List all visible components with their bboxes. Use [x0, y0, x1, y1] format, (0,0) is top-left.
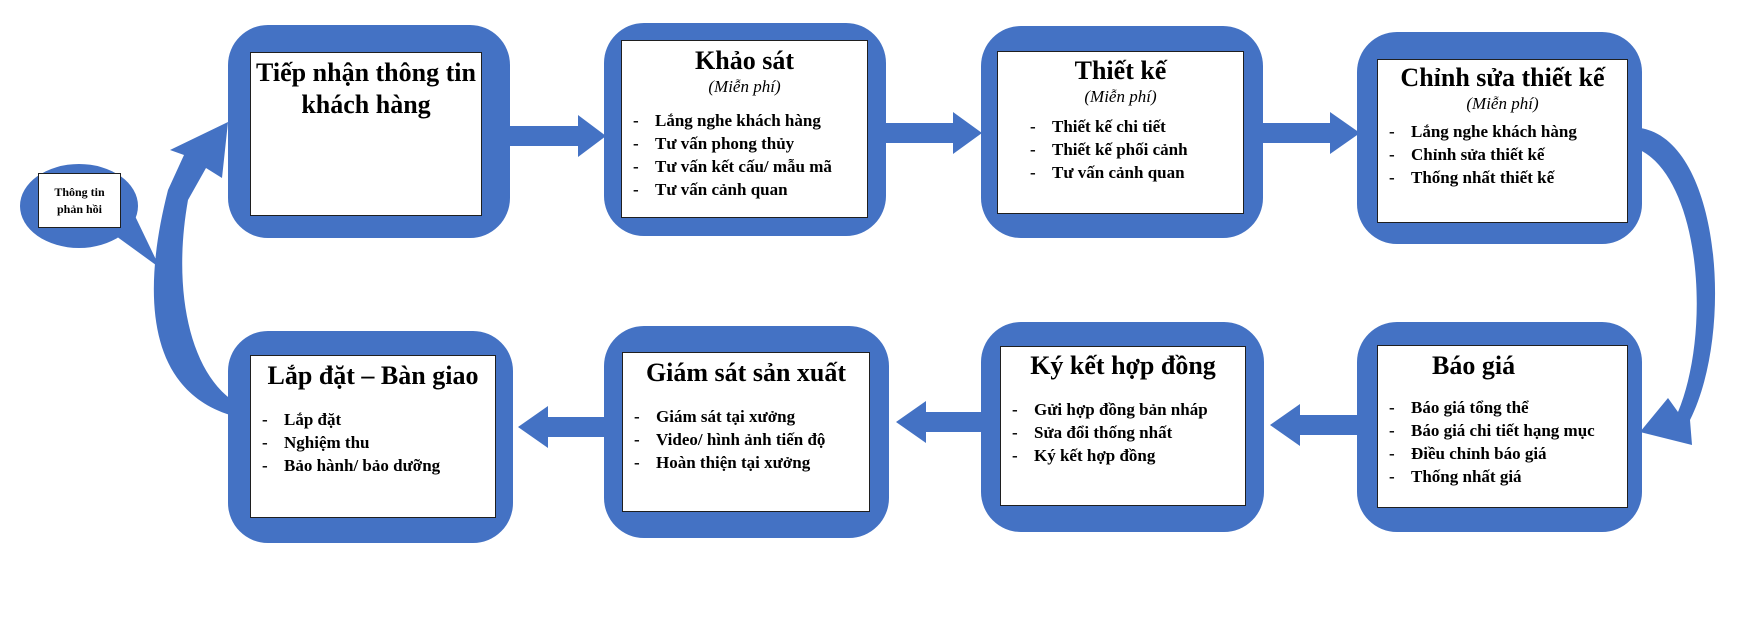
step-items: -Lắng nghe khách hàng -Tư vấn phong thủy… [622, 109, 867, 201]
step-title: Lắp đặt – Bàn giao [267, 361, 479, 390]
list-item: -Tư vấn cảnh quan [1030, 163, 1185, 182]
step-subtitle: (Miễn phí) [1466, 94, 1539, 113]
list-item: -Tư vấn phong thủy [633, 134, 795, 153]
list-item: -Tư vấn kết cấu/ mẫu mã [633, 157, 832, 176]
feedback-label: Thông tin phản hồi [38, 173, 121, 228]
list-item: -Thiết kế phối cảnh [1030, 140, 1188, 159]
arrow-1-2 [510, 115, 606, 157]
arrow-6-7 [896, 401, 988, 443]
step-bao-gia-box: Báo giá -Báo giá tổng thể -Báo giá chi t… [1377, 345, 1628, 508]
step-khao-sat-box: Khảo sát (Miễn phí) -Lắng nghe khách hàn… [621, 40, 868, 218]
step-items: -Thiết kế chi tiết -Thiết kế phối cảnh -… [998, 115, 1243, 184]
arrow-3-4 [1262, 112, 1360, 154]
list-item: -Thống nhất giá [1389, 467, 1522, 486]
list-item: -Giám sát tại xưởng [634, 407, 796, 426]
step-items: -Lắng nghe khách hàng -Chỉnh sửa thiết k… [1378, 120, 1627, 189]
list-item: -Ký kết hợp đồng [1012, 446, 1156, 465]
list-item: -Chỉnh sửa thiết kế [1389, 145, 1545, 164]
list-item: -Lắp đặt [262, 410, 342, 429]
list-item: -Sửa đổi thống nhất [1012, 423, 1173, 442]
step-title: Báo giá [1432, 351, 1516, 380]
step-chinh-sua-box: Chỉnh sửa thiết kế (Miễn phí) -Lắng nghe… [1377, 59, 1628, 223]
step-title: Khảo sát [695, 46, 794, 75]
step-giam-sat-box: Giám sát sản xuất -Giám sát tại xưởng -V… [622, 352, 870, 512]
curved-arrow-right [1640, 128, 1716, 445]
step-title: Chỉnh sửa thiết kế [1400, 63, 1605, 92]
list-item: -Điều chỉnh báo giá [1389, 444, 1547, 463]
list-item: -Gửi hợp đồng bản nháp [1012, 400, 1208, 419]
arrow-5-6 [1270, 404, 1362, 446]
list-item: -Báo giá tổng thể [1389, 398, 1529, 417]
list-item: -Lắng nghe khách hàng [633, 111, 821, 130]
list-item: -Nghiệm thu [262, 433, 370, 452]
step-subtitle: (Miễn phí) [708, 77, 781, 96]
step-items: -Gửi hợp đồng bản nháp -Sửa đổi thống nh… [1001, 398, 1245, 467]
list-item: -Thống nhất thiết kế [1389, 168, 1555, 187]
step-title: Ký kết hợp đồng [1030, 351, 1216, 380]
step-title: Tiếp nhận thông tin khách hàng [256, 58, 476, 119]
list-item: -Hoàn thiện tại xưởng [634, 453, 811, 472]
step-lap-dat-box: Lắp đặt – Bàn giao -Lắp đặt -Nghiệm thu … [250, 355, 496, 518]
step-tiep-nhan-box: Tiếp nhận thông tin khách hàng [250, 52, 482, 216]
list-item: -Tư vấn cảnh quan [633, 180, 788, 199]
step-title: Giám sát sản xuất [645, 358, 847, 387]
step-ky-ket-box: Ký kết hợp đồng -Gửi hợp đồng bản nháp -… [1000, 346, 1246, 506]
step-items: -Giám sát tại xưởng -Video/ hình ảnh tiế… [623, 405, 869, 474]
step-subtitle: (Miễn phí) [1084, 87, 1157, 106]
list-item: -Báo giá chi tiết hạng mục [1389, 421, 1595, 440]
step-title: Thiết kế [1074, 56, 1167, 85]
arrow-2-3 [885, 112, 982, 154]
step-items: -Báo giá tổng thể -Báo giá chi tiết hạng… [1378, 396, 1627, 488]
step-items: -Lắp đặt -Nghiệm thu -Bảo hành/ bảo dưỡn… [251, 408, 495, 477]
list-item: -Lắng nghe khách hàng [1389, 122, 1577, 141]
curved-arrow-feedback [153, 122, 232, 415]
arrow-7-8 [518, 406, 610, 448]
list-item: -Video/ hình ảnh tiến độ [634, 430, 826, 449]
list-item: -Bảo hành/ bảo dưỡng [262, 456, 441, 475]
step-thiet-ke-box: Thiết kế (Miễn phí) -Thiết kế chi tiết -… [997, 51, 1244, 214]
list-item: -Thiết kế chi tiết [1030, 117, 1166, 136]
